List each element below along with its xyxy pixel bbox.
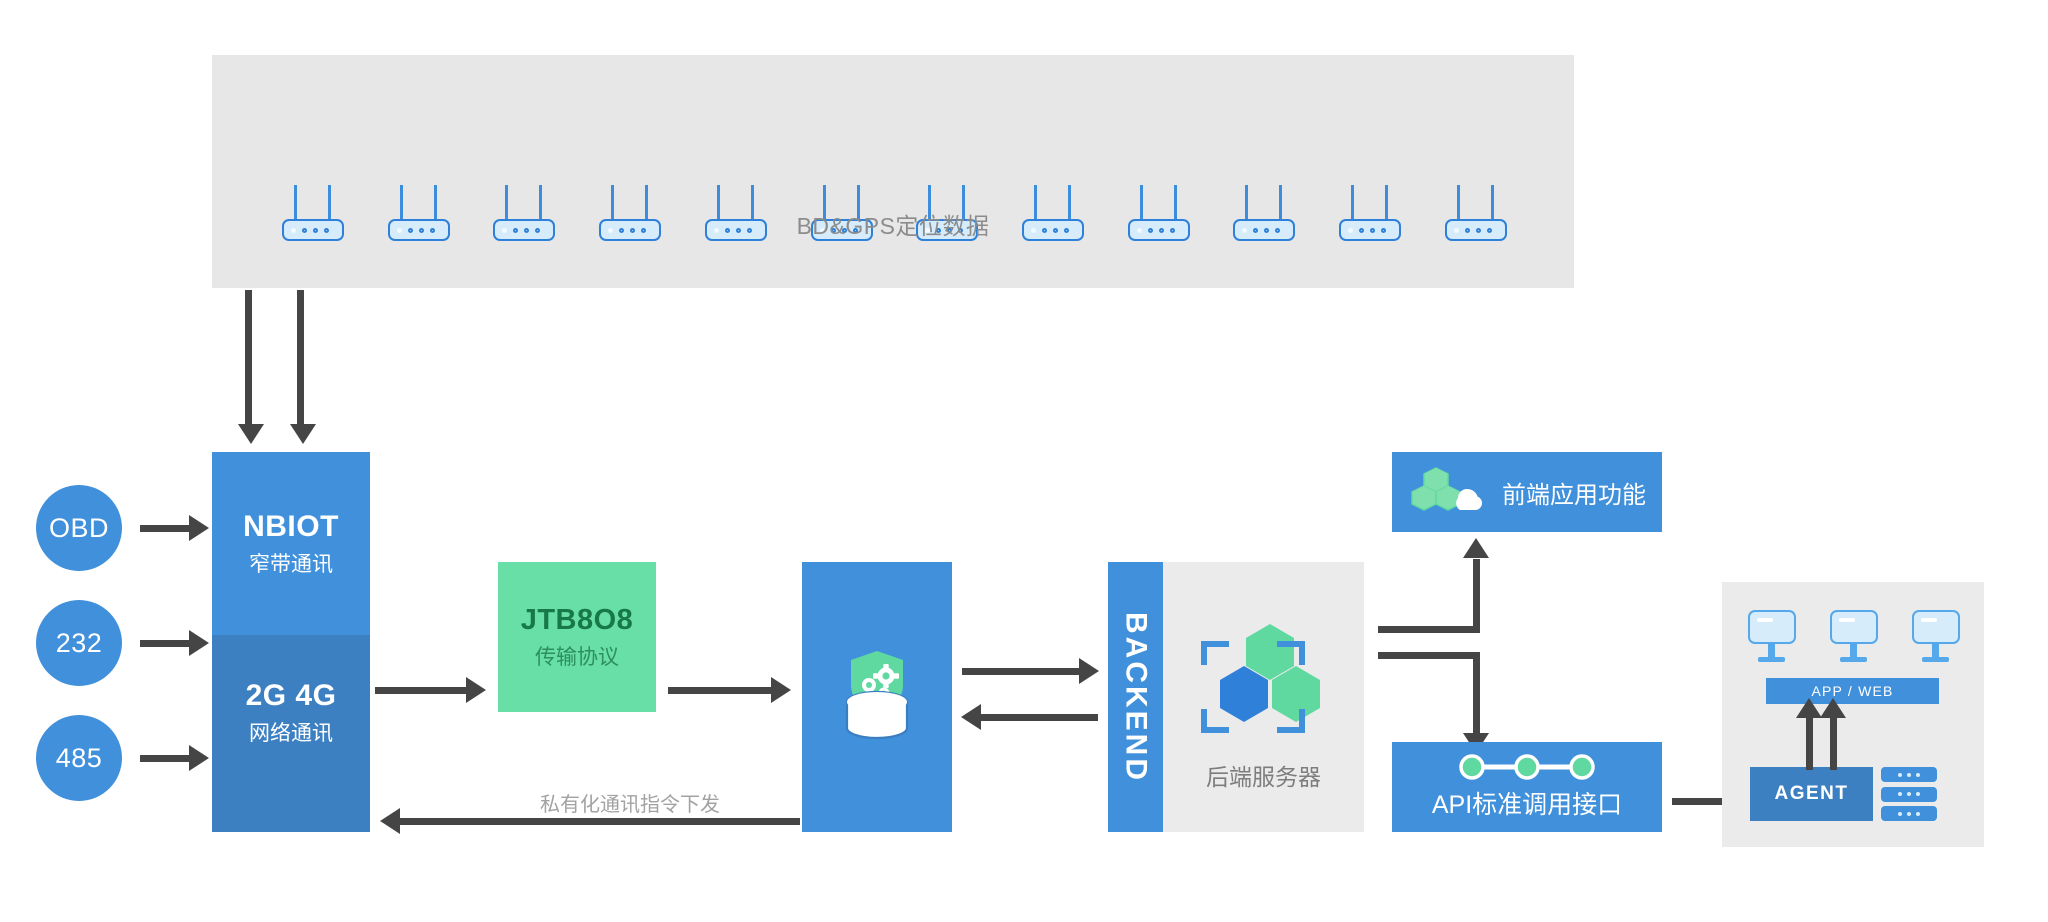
arrow-database-to-backend-head	[1079, 658, 1099, 684]
router-row	[282, 183, 1507, 243]
router-icon	[810, 185, 873, 243]
agent-panel: APP / WEB AGENT	[1722, 582, 1984, 847]
router-icon	[1127, 185, 1190, 243]
router-icon	[1444, 185, 1507, 243]
arrow-backend-to-api-v	[1473, 652, 1480, 734]
agent-box[interactable]: AGENT	[1750, 767, 1873, 821]
arrow-232-head	[189, 630, 209, 656]
arrow-obd-shaft	[140, 525, 190, 532]
arrow-backend-to-frontend-head	[1463, 538, 1489, 558]
database-shield-gears-icon	[845, 651, 909, 740]
nbiot-cellular-section: 2G 4G 网络通讯	[212, 635, 370, 832]
router-icon	[1233, 185, 1296, 243]
nbiot-narrowband-section: NBIOT 窄带通讯	[212, 452, 370, 635]
command-feedback-label: 私有化通讯指令下发	[540, 794, 720, 816]
router-icon	[599, 185, 662, 243]
arrow-protocol-to-database-shaft	[668, 687, 772, 694]
arrow-devices-to-nbiot-2-head	[290, 424, 316, 444]
arrow-agent-to-appweb-2-head	[1820, 698, 1846, 718]
arrow-backend-to-database-head	[961, 704, 981, 730]
arrow-agent-to-appweb-1-shaft	[1806, 718, 1813, 770]
hexagon-scan-icon	[1201, 624, 1320, 733]
router-icon	[916, 185, 979, 243]
arrow-agent-to-appweb-1-head	[1796, 698, 1822, 718]
frontend-label: 前端应用功能	[1502, 481, 1646, 509]
source-232[interactable]: 232	[36, 600, 122, 686]
monitor-icon	[1912, 610, 1960, 668]
protocol-subtitle: 传输协议	[535, 645, 619, 669]
device-panel-caption: BD&GPS定位数据	[796, 213, 990, 239]
router-icon	[387, 185, 450, 243]
arrow-backend-to-database-shaft	[980, 714, 1098, 721]
monitor-icon	[1830, 610, 1878, 668]
device-panel: BD&GPS定位数据	[212, 55, 1574, 288]
arrow-devices-to-nbiot-1-head	[238, 424, 264, 444]
router-icon	[282, 185, 344, 243]
arrow-backend-to-frontend-h	[1378, 626, 1480, 633]
frontend-block[interactable]: 前端应用功能	[1392, 452, 1662, 532]
router-icon	[493, 185, 556, 243]
api-block[interactable]: API标准调用接口	[1392, 742, 1662, 832]
protocol-block[interactable]: JTB8O8 传输协议	[498, 562, 656, 712]
arrow-devices-to-nbiot-1-shaft	[245, 290, 252, 425]
arrow-nbiot-to-protocol-head	[466, 677, 486, 703]
arrow-backend-to-frontend-v	[1473, 559, 1480, 633]
backend-bar: BACKEND	[1108, 562, 1163, 832]
cloud-cubes-icon	[1411, 467, 1483, 511]
protocol-title: JTB8O8	[520, 603, 634, 636]
arrow-485-shaft	[140, 755, 190, 762]
arrow-api-to-agent-shaft	[1672, 798, 1724, 805]
api-label: API标准调用接口	[1431, 791, 1623, 819]
backend-caption: 后端服务器	[1206, 764, 1321, 790]
nbiot-subtitle: 窄带通讯	[249, 552, 333, 576]
nodes-chain-icon	[1459, 754, 1595, 780]
arrow-protocol-to-database-head	[771, 677, 791, 703]
arrow-devices-to-nbiot-2-shaft	[297, 290, 304, 425]
nbiot-title: NBIOT	[243, 509, 339, 543]
cellular-title: 2G 4G	[245, 678, 337, 712]
appweb-bar[interactable]: APP / WEB	[1766, 678, 1939, 704]
arrow-obd-head	[189, 515, 209, 541]
arrow-database-to-backend-shaft	[962, 668, 1080, 675]
database-block[interactable]	[802, 562, 952, 832]
source-obd[interactable]: OBD	[36, 485, 122, 571]
arrow-command-feedback-shaft	[400, 818, 800, 825]
cellular-subtitle: 网络通讯	[249, 721, 333, 745]
server-rack-icon	[1881, 767, 1937, 821]
arrow-232-shaft	[140, 640, 190, 647]
arrow-command-feedback-head	[380, 808, 400, 834]
source-485[interactable]: 485	[36, 715, 122, 801]
arrow-nbiot-to-protocol-shaft	[375, 687, 467, 694]
router-icon	[1339, 185, 1402, 243]
arrow-backend-to-api-h	[1378, 652, 1480, 659]
arrow-agent-to-appweb-2-shaft	[1830, 718, 1837, 770]
router-icon	[704, 185, 767, 243]
backend-block[interactable]: BACKEND 后端服务器	[1108, 562, 1364, 832]
monitor-row	[1748, 610, 1960, 672]
nbiot-block[interactable]: NBIOT 窄带通讯 2G 4G 网络通讯	[212, 452, 370, 832]
monitor-icon	[1748, 610, 1796, 668]
router-icon	[1022, 185, 1085, 243]
backend-bar-label: BACKEND	[1119, 611, 1153, 783]
arrow-485-head	[189, 745, 209, 771]
